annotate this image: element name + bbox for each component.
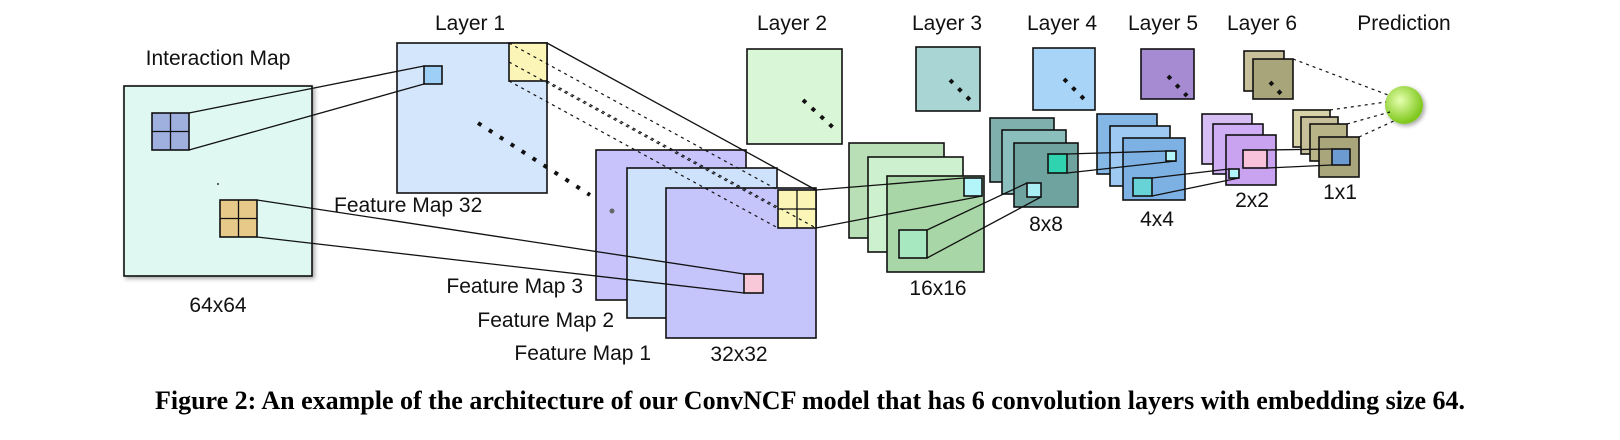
layer3-top-map [915,46,981,112]
layer-2: Layer 2 16x16 [746,12,985,300]
layer-3: Layer 3 8x8 [912,12,1079,236]
layer5-pink-cell [1242,149,1268,169]
layer4-size: 4x4 [1140,208,1174,231]
layer2-title: Layer 2 [757,12,827,35]
layer6-title: Layer 6 [1227,12,1297,35]
layer3-title: Layer 3 [912,12,982,35]
layer-5: Layer 5 2x2 [1128,12,1277,212]
layer2-top-map [746,48,843,145]
prediction-node [1385,86,1423,124]
feature-map-1-label: Feature Map 1 [514,342,651,365]
layer3-size: 8x8 [1029,213,1063,236]
interaction-map-patch-bottom [219,199,258,238]
feature-map-32-label: Feature Map 32 [334,194,482,217]
layer5-title: Layer 5 [1128,12,1198,35]
layer-6: Layer 6 1x1 [1227,12,1360,204]
layer2-input-patch [898,229,928,259]
figure-caption: Figure 2: An example of the architecture… [154,386,1466,415]
layer2-cyan-cell [963,177,983,197]
interaction-map-patch-top [151,112,190,151]
layer1-title: Layer 1 [435,12,505,35]
layer1-receptive-cell [423,65,443,85]
convncf-architecture-diagram: Interaction Map 64x64 Layer 1 Feature Ma… [123,12,1451,366]
layer5-top-map [1140,48,1195,100]
layer1-size: 32x32 [710,343,767,366]
layer6-top-map [1252,58,1294,100]
layer4-input-patch [1132,177,1153,197]
layer1-corner-patch [508,42,548,82]
layer5-input-cell [1228,168,1240,179]
layer3-teal-cell [1047,153,1068,174]
layer6-size: 1x1 [1323,181,1357,204]
layer1-pink-cell [743,273,764,294]
layer6-cell [1331,148,1351,166]
layer3-input-patch [1026,182,1042,198]
layer2-size: 16x16 [909,277,966,300]
interaction-map-title: Interaction Map [146,47,291,70]
prediction-title: Prediction [1357,12,1450,35]
layer3-front-map [1013,142,1079,208]
layer-1: Layer 1 Feature Map 32 Feature Map 3 Fea… [334,12,817,366]
interaction-map: Interaction Map 64x64 [123,47,313,317]
layer4-title: Layer 4 [1027,12,1097,35]
layer5-size: 2x2 [1235,189,1269,212]
layer4-cell [1165,150,1177,162]
connections [188,42,1397,294]
feature-map-3-label: Feature Map 3 [446,275,583,298]
prediction: Prediction [1357,12,1451,124]
interaction-map-size: 64x64 [189,294,247,317]
feature-map-2-label: Feature Map 2 [477,309,614,332]
layer1-output-patch [777,189,817,229]
layer-4: Layer 4 4x4 [1027,12,1186,231]
